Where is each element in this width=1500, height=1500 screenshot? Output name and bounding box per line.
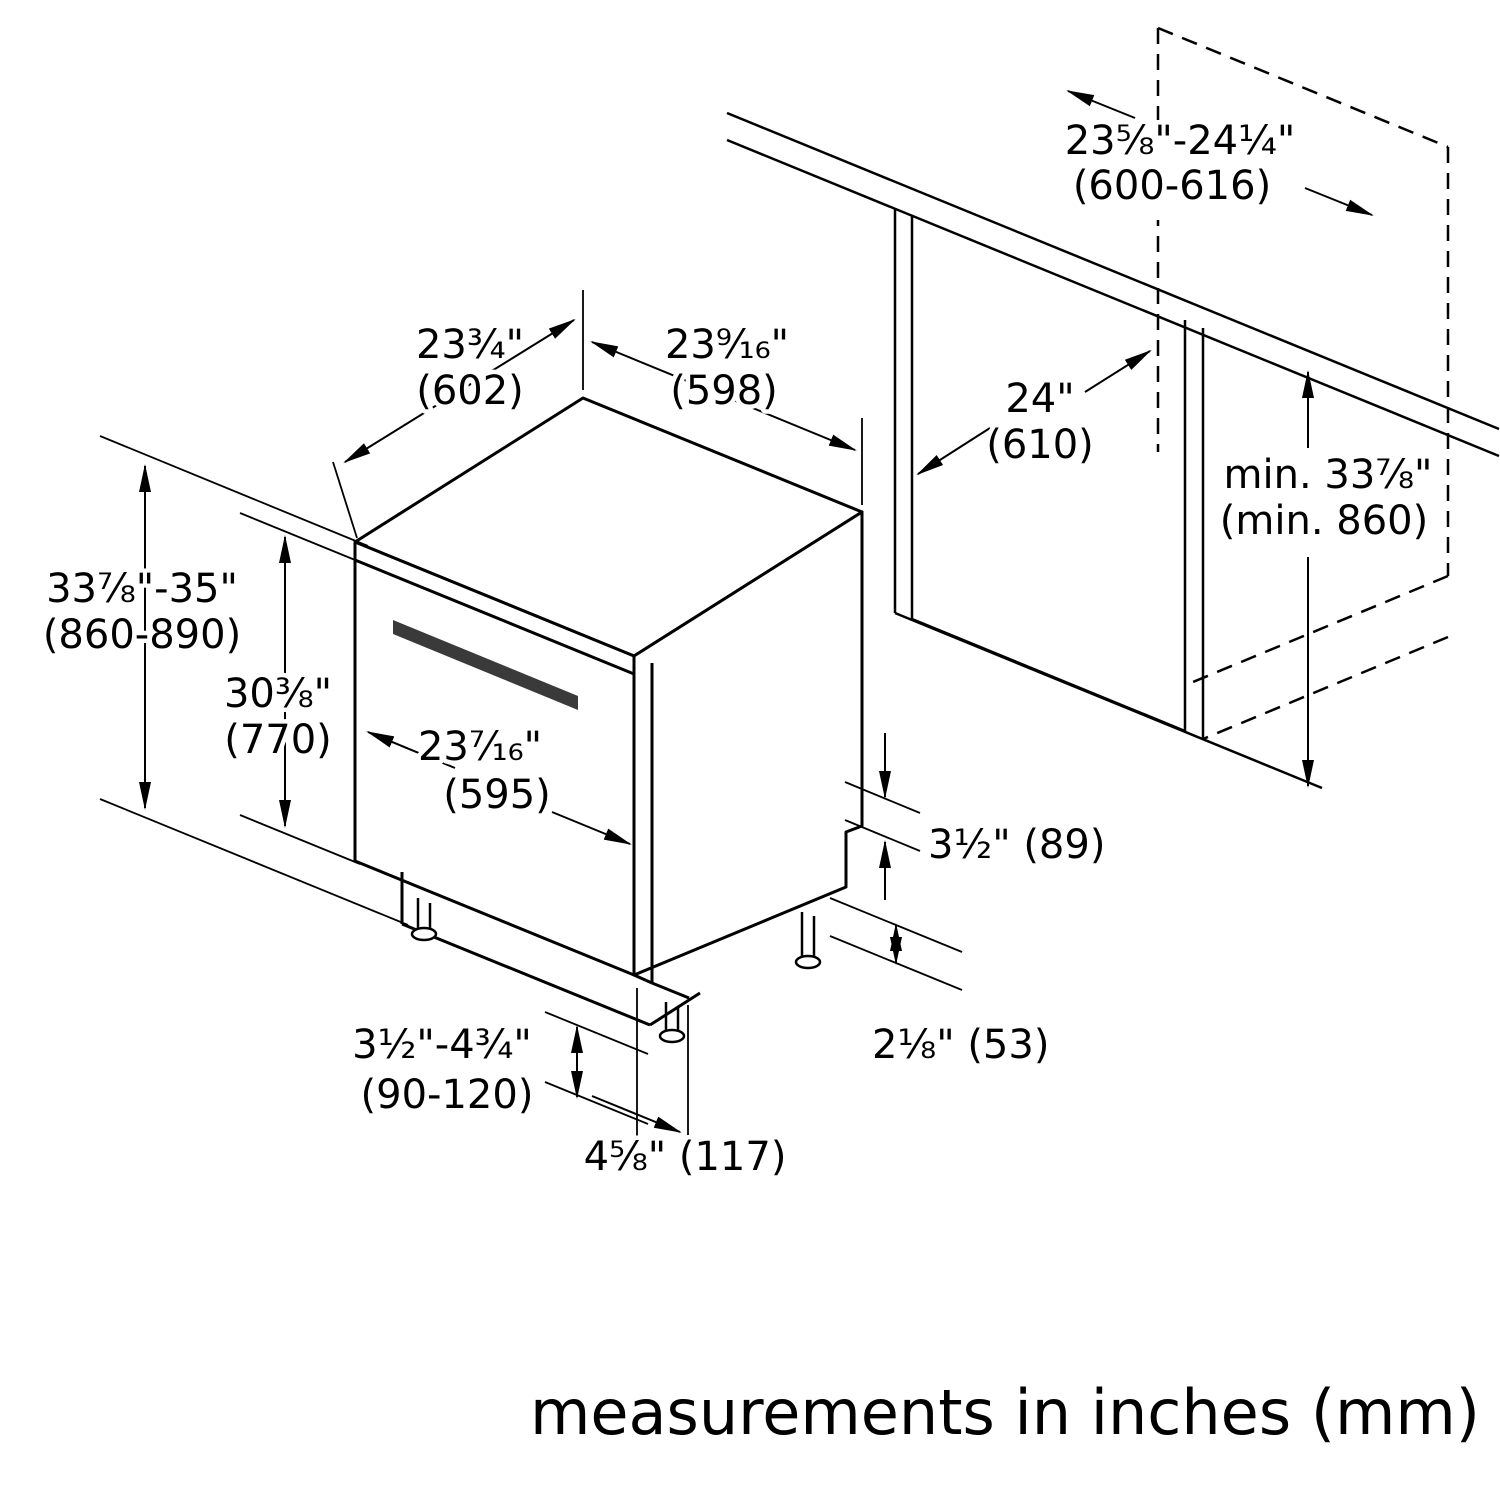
front-right-foot (658, 1028, 686, 1044)
base-front-right-edge (651, 981, 690, 1000)
arrow-niche-depth-front (916, 427, 991, 476)
front-left-foot (410, 926, 438, 942)
label-top-depth-mm: (598) (670, 368, 778, 414)
label-mask (1056, 120, 1308, 220)
label-door-height-in: 30³⁄₈" (224, 671, 332, 717)
arrow-niche-depth-back (1084, 349, 1152, 393)
arrow-top-width (343, 318, 576, 464)
door-bottom-corner (633, 973, 653, 985)
door-handle (393, 620, 578, 710)
ext-base-bottom (99, 798, 409, 926)
extension-lines (99, 290, 963, 1140)
leveling-feet (410, 898, 822, 1044)
label-top-width-in: 23³⁄₄" (416, 322, 524, 368)
arrow-toe-depth (591, 1095, 682, 1133)
label-toe-depth: 4⁵⁄₈" (117) (584, 1134, 787, 1180)
label-leg-range-mm: (90-120) (361, 1072, 534, 1118)
niche-bottom-front-edge (1202, 635, 1449, 741)
dishwasher-drawing (353, 396, 864, 1044)
label-top-width-mm: (602) (416, 368, 524, 414)
label-niche-height-mm: (min. 860) (1220, 498, 1428, 544)
label-door-width-in: 23⁷⁄₁₆" (418, 724, 542, 770)
label-niche-width-in: 23⁵⁄₈"-24¹⁄₄" (1065, 118, 1296, 164)
counter-bottom-edge (726, 138, 1500, 458)
dimension-labels: 23³⁄₄" (602) 23⁹⁄₁₆" (598) 33⁷⁄₈"-35" (8… (38, 114, 1437, 1185)
ext-leg-lower (544, 1081, 649, 1125)
kick-bottom-edge (401, 922, 651, 1027)
ext-door-top (239, 512, 361, 563)
label-door-height-mm: (770) (224, 717, 332, 763)
label-niche-depth-in: 24" (1005, 376, 1074, 422)
arrow-door-width-right (551, 811, 632, 845)
dimension-arrows (139, 90, 1374, 1133)
label-foot-offset: 2¹⁄₈" (53) (872, 1022, 1049, 1068)
niche-bottom-back-edge (1192, 574, 1449, 684)
label-niche-width-mm: (600-616) (1073, 163, 1271, 209)
counter-top-edge (726, 111, 1500, 431)
label-overall-height-mm: (860-890) (43, 612, 241, 658)
ext-rear-clearance-lower (844, 819, 921, 852)
label-door-width-mm: (595) (443, 772, 551, 818)
label-top-depth-in: 23⁹⁄₁₆" (665, 322, 789, 368)
arrow-door-width-left (366, 731, 456, 769)
label-overall-height-in: 33⁷⁄₈"-35" (46, 566, 238, 612)
arrow-top-depth (590, 341, 857, 451)
niche-dashed-outline (1156, 26, 1450, 741)
label-leg-range-in: 3¹⁄₂"-4³⁄₄" (352, 1022, 532, 1068)
label-niche-height-in: min. 33⁷⁄₈" (1224, 452, 1433, 498)
door-top-edge (354, 558, 635, 676)
floor-edge-inner (911, 617, 1186, 733)
arrow-niche-width-right (1304, 187, 1374, 216)
ext-door-bottom (239, 814, 361, 865)
base-right-bottom-edge (649, 991, 701, 1027)
arrow-niche-width-left (1066, 90, 1136, 119)
diagram-caption: measurements in inches (mm) (530, 1376, 1480, 1449)
ext-top-left (99, 435, 369, 547)
label-niche-depth-mm: (610) (986, 422, 1094, 468)
ext-leg-upper (544, 1011, 649, 1055)
rear-right-foot (794, 954, 822, 970)
niche-top-edge (1157, 26, 1449, 149)
ext-top-width-left (332, 461, 358, 539)
label-rear-clearance: 3¹⁄₂" (89) (928, 822, 1105, 868)
cabinet-drawing (726, 111, 1500, 790)
